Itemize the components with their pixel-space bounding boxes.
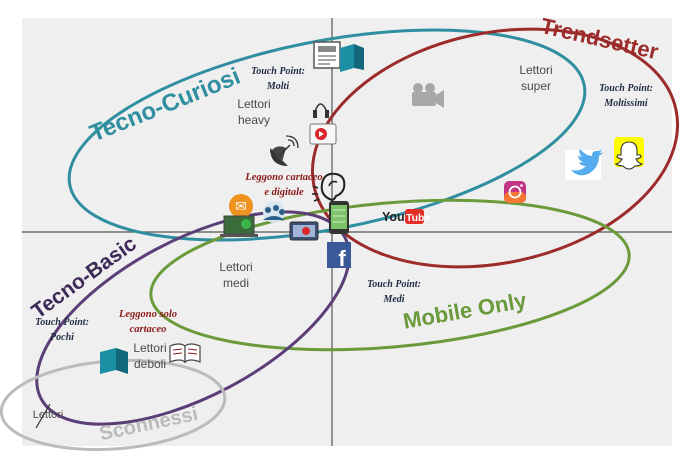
lettori-deboli: Lettori deboli [133,341,166,371]
touch-point-medi-title: Touch Point: [367,279,421,290]
touch-point-molti-value: Molti [266,81,289,92]
video-camera-icon [412,83,444,108]
headphones-icon [313,103,329,118]
youtube-tube: Tube [406,212,430,224]
lettori-heavy: Lettori heavy [237,97,270,127]
satellite-dish-icon [270,135,299,166]
leggono-solo-cartaceo: Leggono solo cartaceo [118,309,177,335]
tecno-basic-ellipse [35,210,351,426]
touch-point-molti: Touch Point: Molti [251,66,305,92]
youtube-you: You [382,210,405,224]
lettori-medi-line1: Lettori [219,260,252,274]
lettori-deboli-line1: Lettori [133,341,166,355]
leggono-cartaceo-digitale-line2: e digitale [264,187,304,198]
lettori-medi: Lettori medi [219,260,252,290]
touch-point-pochi: Touch Point: Pochi [35,317,89,343]
lettori-sconnessi: Lettori [33,403,64,429]
email-icon: ✉ [229,194,253,218]
lettori-heavy-line1: Lettori [237,97,270,111]
touch-point-molti-title: Touch Point: [251,66,305,77]
open-book-icon [169,343,201,364]
lettori-medi-line2: medi [223,276,249,290]
touch-point-pochi-title: Touch Point: [35,317,89,328]
tablet-video-icon [289,221,319,241]
video-player-icon [309,123,337,145]
lettori-super-line2: super [521,79,551,93]
mobile-only-ellipse [149,198,631,352]
people-icon [263,201,285,223]
touch-point-pochi-value: Pochi [50,332,74,343]
youtube-icon: You Tube [382,209,430,224]
touch-point-medi-value: Medi [382,294,404,305]
lettori-sconnessi-label: Lettori [33,409,64,421]
lettori-deboli-line2: deboli [134,357,166,371]
lettori-strike [35,403,51,429]
leggono-solo-cartaceo-line1: Leggono solo [118,309,177,320]
leggono-cartaceo-digitale-line1: Leggono cartaceo [244,172,322,183]
touch-point-moltissimi-value: Moltissimi [603,98,648,109]
ear-icon [312,172,346,202]
snapchat-icon [614,137,644,170]
facebook-icon: f [327,242,351,271]
smartphone-icon [329,201,349,234]
touch-point-moltissimi: Touch Point: Moltissimi [599,83,653,109]
email-glyph: ✉ [235,198,247,214]
lettori-heavy-line2: heavy [238,113,270,127]
touch-point-medi: Touch Point: Medi [367,279,421,305]
facebook-glyph: f [338,246,346,271]
ebook-icon [100,348,128,374]
lettori-super: Lettori super [519,63,552,93]
twitter-icon [565,149,603,180]
touch-point-moltissimi-title: Touch Point: [599,83,653,94]
newspaper-ebook-icon [313,41,364,72]
leggono-cartaceo-digitale: Leggono cartaceo e digitale [244,172,322,198]
leggono-solo-cartaceo-line2: cartaceo [130,324,167,335]
laptop-icon [220,215,258,237]
lettori-super-line1: Lettori [519,63,552,77]
instagram-icon [504,181,526,203]
